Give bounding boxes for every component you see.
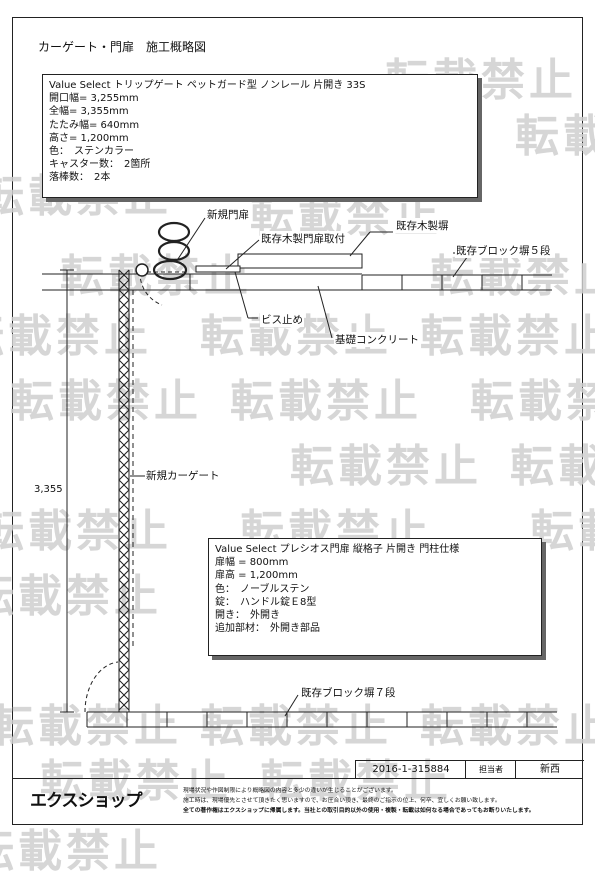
notice-line: 全ての著作権はエクスショップに帰属します。当社との取引目的以外の使用・複製・転載… xyxy=(183,808,535,814)
gate-door-spec-box: Value Select プレシオス門扉 縦格子 片開き 門柱仕様 扉幅 = 8… xyxy=(208,538,542,656)
spec-line: 色： ノーブルステン xyxy=(215,583,310,595)
spec-line: 開き： 外開き xyxy=(215,610,280,622)
responsible-label: 担当者 xyxy=(465,760,516,779)
label-new-car-gate: 新規カーゲート xyxy=(145,468,221,483)
spec-line: 扉幅 = 800mm xyxy=(215,557,289,569)
spec-line: 落棒数： 2本 xyxy=(49,172,111,184)
dimension-line xyxy=(60,269,74,713)
notice-line: 施工時は、現場優先とさせて頂きたく思いますので、お圧合い頂き、最終のご指示の位上… xyxy=(183,798,501,804)
leader-lines xyxy=(130,217,471,717)
spec-line: たたみ幅= 640mm xyxy=(49,119,140,131)
responsible-name: 新西 xyxy=(515,760,584,779)
doc-number: 2016-1-315884 xyxy=(355,760,466,779)
footer-divider xyxy=(12,778,583,779)
spec-line: キャスター数： 2箇所 xyxy=(49,159,151,171)
drawing-frame xyxy=(12,17,583,825)
new-gate-door xyxy=(152,221,191,281)
existing-wood-door-mount xyxy=(195,265,241,273)
dimension-label: 3,355 xyxy=(34,484,63,495)
footer-notice: 現場状況や作図制限により概略図の内容と多少の違いが生じることがございます。 施工… xyxy=(183,786,578,816)
label-existing-wood-door-mount: 既存木製門扉取付 xyxy=(260,231,346,246)
spec-line: Value Select プレシオス門扉 縦格子 片開き 門柱仕様 xyxy=(215,544,460,555)
label-existing-block-wall-bottom: 既存ブロック塀７段 xyxy=(300,685,397,700)
company-logo: エクスショップ xyxy=(30,791,142,811)
label-new-gate: 新規門扉 xyxy=(206,207,250,222)
car-gate-spec-box: Value Select トリップゲート ペットガード型 ノンレール 片開き 3… xyxy=(42,74,478,198)
spec-line: 全幅= 3,355mm xyxy=(49,106,129,118)
spec-line: 開口幅= 3,255mm xyxy=(49,93,139,105)
new-car-gate-lattice xyxy=(118,269,130,712)
existing-block-wall-bottom xyxy=(86,711,557,728)
label-existing-block-wall-top: 既存ブロック塀５段 xyxy=(455,243,552,258)
spec-line: 錠： ハンドル錠Ｅ8型 xyxy=(215,596,317,608)
car-gate-swing xyxy=(84,661,119,713)
gate-hinge xyxy=(135,263,149,277)
spec-line: 高さ= 1,200mm xyxy=(49,132,129,144)
spec-line: 色： ステンカラー xyxy=(49,146,134,158)
spec-line: 扉高 = 1,200mm xyxy=(215,570,298,582)
foundation-line xyxy=(42,273,362,291)
existing-block-wall-top xyxy=(361,274,552,291)
notice-line: 現場状況や作図制限により概略図の内容と多少の違いが生じることがございます。 xyxy=(183,788,397,794)
page-title: カーゲート・門扉 施工概略図 xyxy=(38,40,207,54)
existing-wood-wall xyxy=(237,253,363,269)
label-foundation-concrete: 基礎コンクリート xyxy=(334,332,420,347)
spec-line: Value Select トリップゲート ペットガード型 ノンレール 片開き 3… xyxy=(49,80,366,91)
spec-line: 追加部材： 外開き部品 xyxy=(215,623,320,635)
plan-drawing xyxy=(42,217,557,728)
label-existing-wood-wall: 既存木製塀 xyxy=(395,218,450,233)
label-screw-fix: ビス止め xyxy=(260,312,304,327)
